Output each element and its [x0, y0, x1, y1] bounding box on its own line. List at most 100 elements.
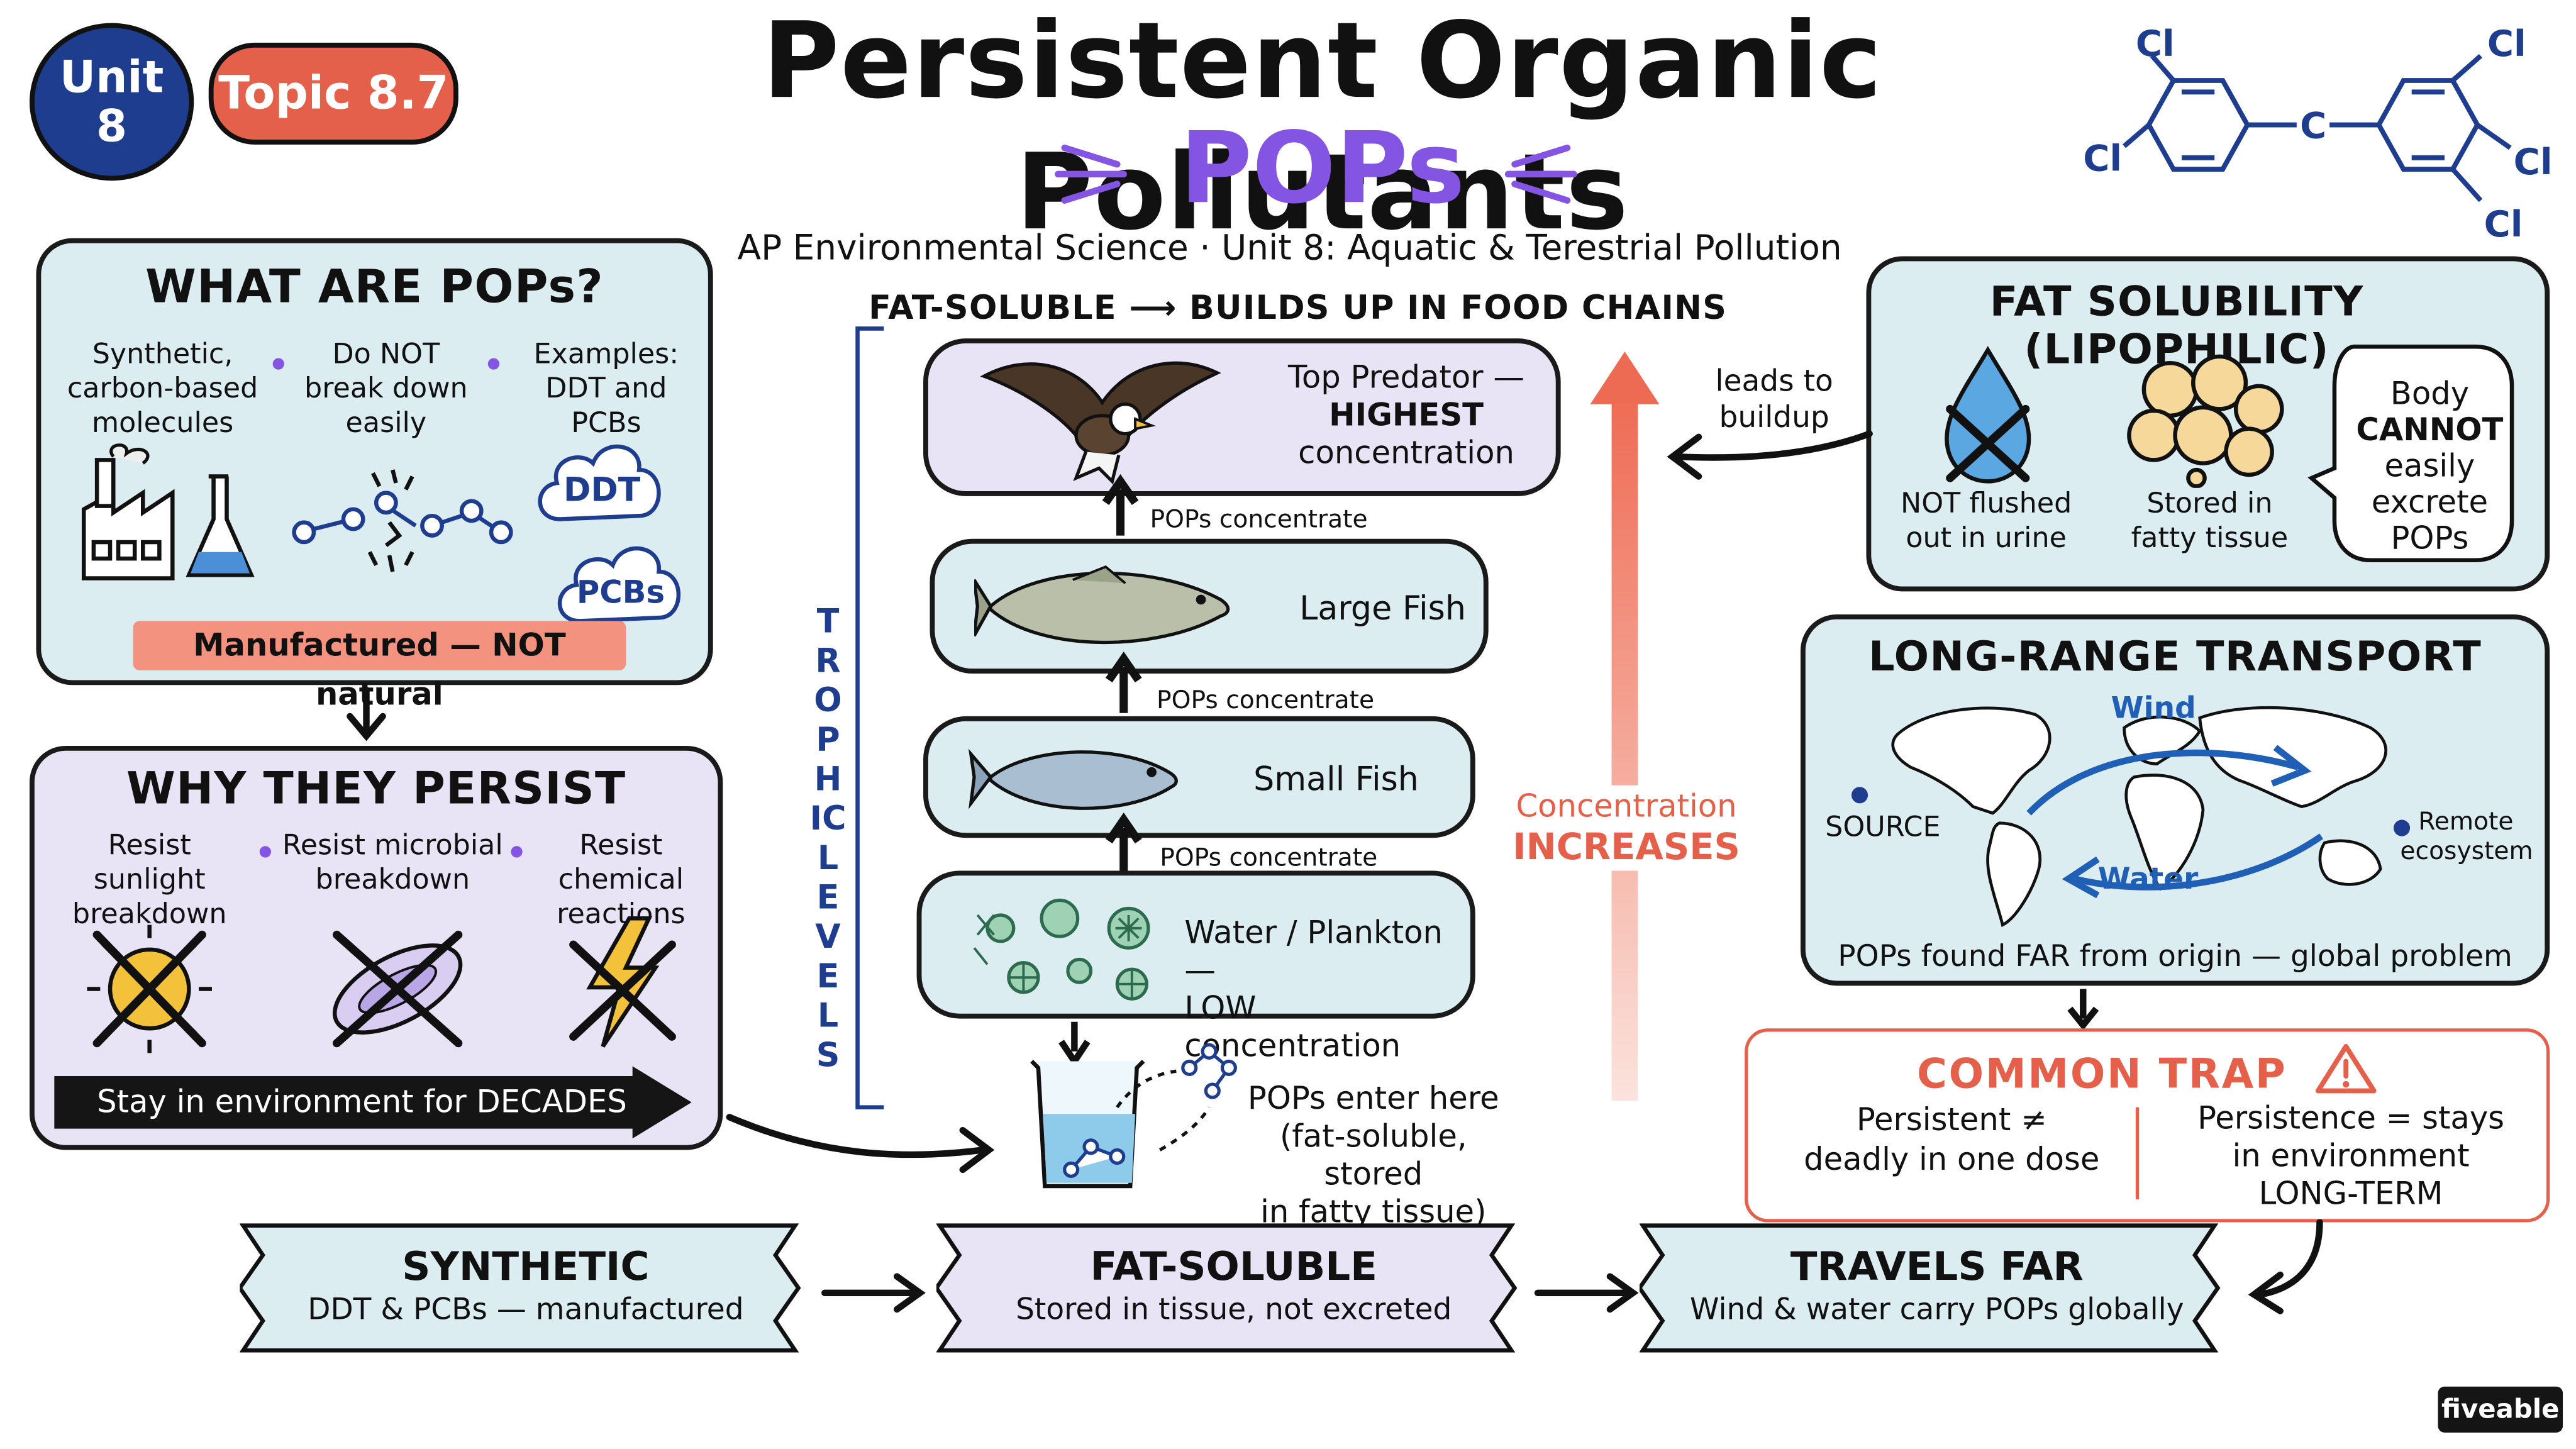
stored-fatty-text: Stored in fatty tissue [2107, 488, 2311, 557]
trap-right-line3: LONG-TERM [2258, 1176, 2443, 1213]
crossed-sun-icon [87, 924, 212, 1053]
what-col-3: Examples: DDT and PCBs [533, 338, 679, 441]
entry-line2: (fat-soluble, stored [1279, 1118, 1467, 1193]
ribbon-synthetic-title: SYNTHETIC [402, 1243, 650, 1290]
concentrate-label-3: POPs concentrate [1160, 843, 1378, 873]
plankton-text: Water / Plankton — LOW concentration [1184, 915, 1474, 1066]
page-title: Persistent Organic Pollutants [762, 1, 1883, 255]
top-predator-line1: Top Predator — [1288, 360, 1525, 396]
what-are-title: WHAT ARE POPs? [145, 259, 604, 314]
wind-label: Wind [2111, 691, 2196, 726]
remote-line1: Remote [2418, 806, 2514, 836]
arrow-right-icon [1534, 1273, 1639, 1313]
fiveable-logo: fiveable [2438, 1386, 2563, 1433]
curved-arrow-icon [726, 1114, 995, 1174]
sparkle-right-icon [1504, 144, 1577, 204]
what-are-pops-panel: WHAT ARE POPs? Synthetic, carbon-based m… [36, 238, 713, 713]
trap-right-line2: in environment [2232, 1138, 2470, 1175]
arrow-up-icon [1105, 813, 1142, 874]
ribbon-travels-far-desc: Wind & water carry POPs globally [1690, 1292, 2184, 1328]
trap-right: Persistence = stays in environment LONG-… [2162, 1101, 2540, 1214]
trophic-label-text: TROPHIC LEVELS [809, 601, 847, 1075]
ribbon-fat-soluble-desc: Stored in tissue, not excreted [1016, 1292, 1452, 1328]
ddt-cloud-icon: DDT [538, 444, 661, 521]
small-fish-icon [968, 748, 1178, 810]
plankton-line2: LOW concentration [1184, 991, 1401, 1065]
transport-title: LONG-RANGE TRANSPORT [1868, 632, 2482, 680]
ribbon-fat-soluble-title: FAT-SOLUBLE [1090, 1243, 1378, 1290]
level-large-fish: Large Fish [930, 538, 1489, 674]
ribbon-synthetic-desc: DDT & PCBs — manufactured [308, 1292, 744, 1328]
crossed-microbe-icon [332, 930, 463, 1048]
cl-atom-2: Cl [2083, 138, 2122, 180]
large-fish-label: Large Fish [1299, 588, 1466, 628]
cl-atom-1: Cl [2136, 23, 2175, 65]
what-col-2: Do NOT break down easily [304, 338, 468, 441]
pcbs-label: PCBs [577, 574, 665, 611]
cl-atom-3: Cl [2487, 23, 2526, 65]
trophic-label: TROPHIC LEVELS [808, 601, 848, 1074]
eagle-icon [980, 361, 1221, 485]
beaker-icon [1030, 1043, 1237, 1189]
not-flushed-line1: NOT flushed [1900, 487, 2072, 521]
leads-to-line1: leads to [1715, 364, 1833, 399]
ribbon-fat-soluble-text: FAT-SOLUBLE Stored in tissue, not excret… [960, 1242, 1508, 1331]
crossed-droplet-icon [1945, 345, 2031, 484]
curved-arrow-icon [2248, 1219, 2323, 1314]
arrow-down-icon [2067, 989, 2099, 1031]
broken-molecule-icon [292, 469, 513, 572]
course-line: AP Environmental Science · Unit 8: Aquat… [737, 228, 1842, 268]
why-col-3: Resist chemical reactions [557, 830, 686, 932]
unit-badge: Unit 8 [30, 23, 194, 181]
concentration-line1: Concentration [1516, 788, 1737, 825]
food-chain-header: FAT-SOLUBLE ⟶ BUILDS UP IN FOOD CHAINS [869, 287, 1728, 327]
source-label: SOURCE [1825, 811, 1941, 845]
trap-right-line1: Persistence = stays [2197, 1101, 2505, 1137]
arrow-left-icon [1667, 430, 1873, 480]
transport-caption: POPs found FAR from origin — global prob… [1838, 940, 2512, 975]
ribbon-travels-far [1639, 1223, 2221, 1353]
trap-title-row: COMMON TRAP [1748, 1041, 2546, 1102]
speech-bubble [2307, 344, 2514, 563]
small-fish-label: Small Fish [1253, 758, 1419, 799]
bullet-dot [487, 358, 500, 370]
subtitle: POPs [1180, 111, 1465, 227]
factory-icon [81, 443, 255, 580]
bubble-line4: excrete [2371, 484, 2489, 521]
stored-fatty-line2: fatty tissue [2131, 522, 2289, 555]
stored-fatty-line1: Stored in [2146, 487, 2273, 521]
bubble-line5: POPs [2390, 521, 2469, 557]
ribbon-fat-soluble [936, 1223, 1518, 1353]
not-flushed-line2: out in urine [1906, 522, 2067, 555]
fat-solubility-panel: FAT SOLUBILITY (LIPOPHILIC) NOT flushed … [1866, 256, 2550, 592]
concentration-arrow [1590, 352, 1660, 1101]
bubble-text: Body CANNOT easily excrete POPs [2338, 376, 2522, 557]
why-persist-panel: WHY THEY PERSIST Resist sunlight breakdo… [30, 745, 723, 1150]
transport-panel: LONG-RANGE TRANSPORT Wind Water SOURCE R… [1800, 614, 2550, 986]
ddt-label: DDT [564, 472, 641, 509]
decades-text: Stay in environment for DECADES [97, 1084, 627, 1121]
topic-badge: Topic 8.7 [208, 42, 458, 145]
warning-icon [2316, 1044, 2377, 1094]
not-flushed-text: NOT flushed out in urine [1887, 488, 2084, 557]
top-predator-line2: HIGHEST [1329, 397, 1484, 434]
entry-text: POPs enter here (fat-soluble, stored in … [1226, 1081, 1521, 1232]
bullet-dot [511, 846, 523, 858]
concentrate-label-1: POPs concentrate [1150, 504, 1368, 534]
what-col-1: Synthetic, carbon-based molecules [67, 338, 258, 441]
common-trap-panel: COMMON TRAP Persistent ≠ deadly in one d… [1745, 1028, 2550, 1223]
ribbon-travels-far-text: TRAVELS FAR Wind & water carry POPs glob… [1663, 1242, 2211, 1331]
bubble-line2: CANNOT [2356, 412, 2504, 449]
concentration-label: Concentration INCREASES [1511, 785, 1741, 871]
sparkle-left-icon [1055, 144, 1127, 204]
trap-left: Persistent ≠ deadly in one dose [1771, 1101, 2133, 1179]
level-small-fish: Small Fish [923, 716, 1475, 838]
trap-title: COMMON TRAP [1917, 1050, 2287, 1097]
fat-cells-icon [2127, 354, 2284, 488]
remote-line2: ecosystem [2400, 836, 2533, 866]
arrow-down-icon [347, 686, 386, 741]
large-fish-icon [974, 565, 1230, 645]
cl-atom-4: Cl [2514, 141, 2553, 183]
concentration-line2: INCREASES [1513, 828, 1740, 869]
remote-text: Remote ecosystem [2400, 806, 2533, 866]
